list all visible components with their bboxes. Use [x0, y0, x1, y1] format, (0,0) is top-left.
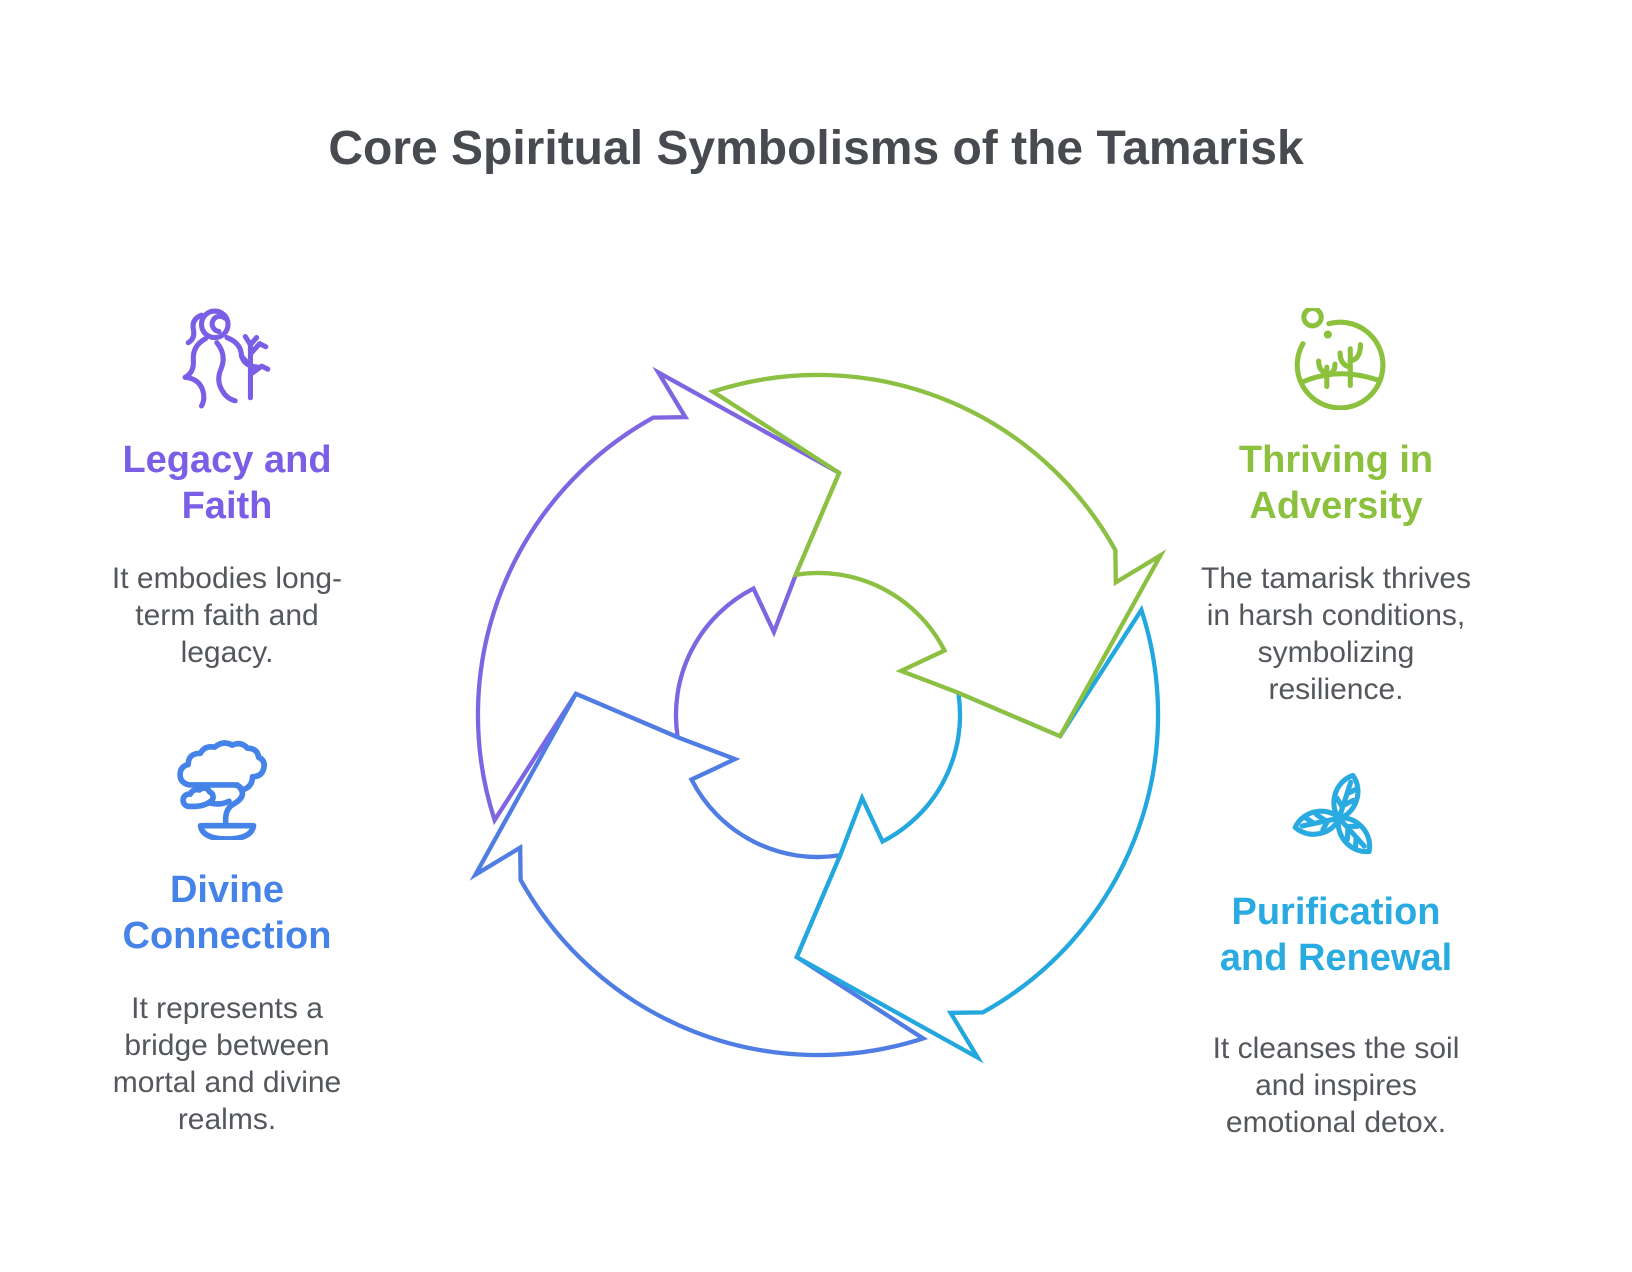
desert-plants-icon: [1285, 308, 1387, 410]
cycle-arrow-bottom: [794, 604, 1161, 1064]
item-legacy-and-faith: Legacy and Faith It embodies long- term …: [57, 308, 397, 671]
item-description: The tamarisk thrives in harsh conditions…: [1200, 561, 1472, 707]
cycle-arrow-left: [469, 691, 929, 1058]
item-description: It cleanses the soil and inspires emotio…: [1212, 1031, 1460, 1140]
item-description: It represents a bridge between mortal an…: [112, 991, 342, 1137]
cycle-arrow-right: [707, 372, 1167, 739]
item-purification-and-renewal: Purification and Renewal It cleanses the…: [1166, 760, 1506, 1141]
cycle-arrow-top: [475, 366, 842, 826]
item-heading: Purification and Renewal: [1219, 891, 1453, 980]
bonsai-cloud-tree-icon: [176, 738, 278, 840]
woman-holding-branch-icon: [176, 308, 278, 410]
item-heading: Divine Connection: [122, 869, 332, 958]
three-leaves-icon: [1285, 760, 1387, 862]
item-divine-connection: Divine Connection It represents a bridge…: [57, 738, 397, 1138]
item-thriving-in-adversity: Thriving in Adversity The tamarisk thriv…: [1166, 308, 1506, 708]
cycle-diagram: [469, 366, 1167, 1064]
page-title: Core Spiritual Symbolisms of the Tamaris…: [328, 122, 1304, 175]
item-description: It embodies long- term faith and legacy.: [111, 561, 343, 670]
item-heading: Thriving in Adversity: [1238, 439, 1434, 528]
item-heading: Legacy and Faith: [122, 439, 332, 528]
